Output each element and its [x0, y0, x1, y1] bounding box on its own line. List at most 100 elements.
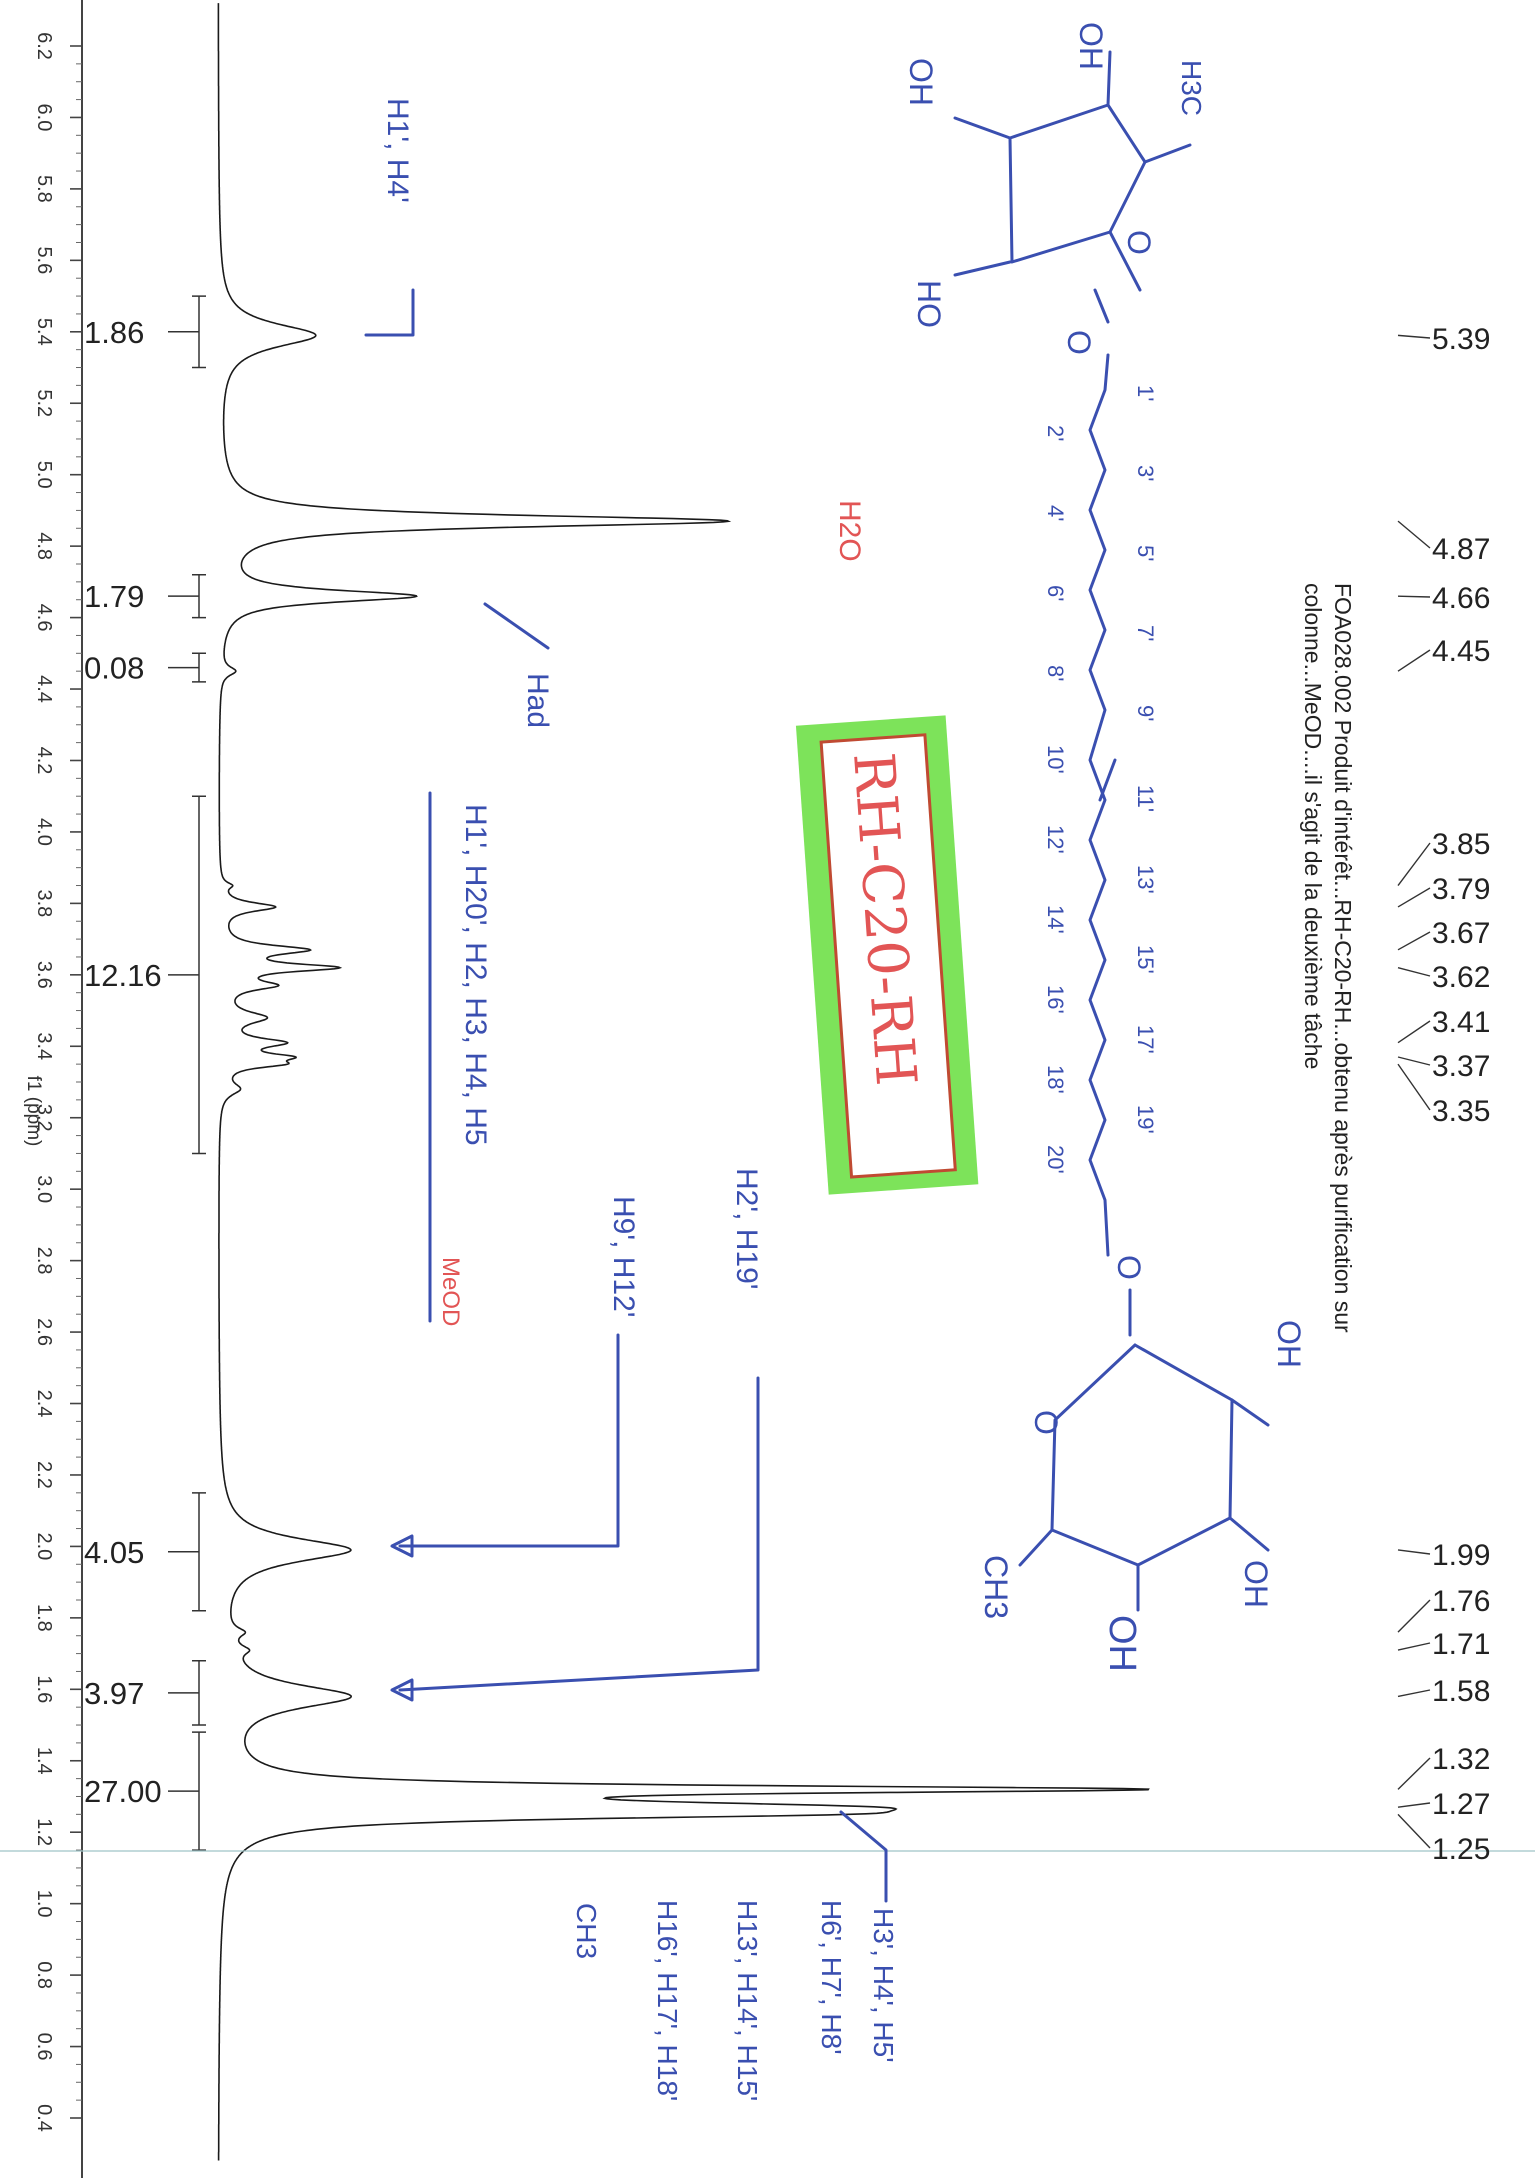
peak-label: 1.27	[1432, 1788, 1490, 1821]
top-ring-oh-1: OH	[1073, 22, 1109, 70]
rh-c20-rh-highlight: RH-C20-RH	[795, 715, 979, 1195]
x-tick-label: 4.0	[33, 818, 55, 846]
chain-number: 18'	[1043, 1065, 1068, 1094]
annotation-had-pointer	[483, 602, 550, 650]
peak-label: 3.62	[1432, 961, 1490, 994]
annotation-h-group2-d: H16', H17', H18'	[652, 1900, 683, 2101]
bottom-ring-oh-3: OH	[1101, 1615, 1143, 1672]
annotation-h1-h4-pointer	[364, 288, 415, 337]
x-tick-label: 1.8	[33, 1604, 55, 1632]
x-tick-label: 6.2	[33, 32, 55, 60]
x-tick-label: 3.8	[33, 889, 55, 917]
chain-number: 20'	[1043, 1145, 1068, 1174]
integral-value: 27.00	[84, 1774, 162, 1809]
x-tick-label: 0.8	[33, 1961, 55, 1989]
integral-bracket	[168, 1659, 206, 1726]
x-tick-label: 2.8	[33, 1247, 55, 1275]
x-tick-label: 2.2	[33, 1461, 55, 1489]
x-tick-label: 3.6	[33, 961, 55, 989]
annotation-h-group2-b: H6', H7', H8'	[816, 1900, 847, 2055]
x-tick-label: 4.8	[33, 532, 55, 560]
chain-number: 19'	[1133, 1105, 1158, 1134]
integral-bracket	[168, 573, 206, 619]
bottom-ring-substituents	[1018, 1398, 1270, 1612]
chain-number: 7'	[1133, 625, 1158, 641]
annotation-h9-h12-pointer	[398, 1333, 620, 1548]
x-tick-label: 3.4	[33, 1032, 55, 1060]
chain-number: 14'	[1043, 905, 1068, 934]
chain-zigzag	[1088, 353, 1110, 1257]
annotation-h9-h12: H9', H12'	[607, 1196, 640, 1318]
peak-label: 3.41	[1432, 1006, 1490, 1039]
peak-label-connector	[1397, 887, 1431, 908]
chain-number: 6'	[1043, 585, 1068, 601]
peak-label: 3.37	[1432, 1050, 1490, 1083]
peak-label: 3.85	[1432, 828, 1490, 861]
annotation-had: Had	[521, 673, 554, 728]
peak-label-connector	[1397, 1813, 1431, 1849]
peak-label-connector	[1397, 649, 1431, 672]
integral-bracket	[168, 652, 206, 683]
annotation-h2o: H2O	[833, 500, 866, 562]
peak-label-connector	[1397, 1549, 1431, 1555]
chain-number: 12'	[1043, 825, 1068, 854]
annotation-h-group2-pointer	[839, 1810, 888, 1903]
peak-label: 1.58	[1432, 1675, 1490, 1708]
top-ring-oxygen: O	[1121, 230, 1157, 255]
top-glycosidic-oxygen: O	[1061, 330, 1097, 355]
integral-bracket	[168, 295, 206, 369]
bottom-ring-ch3: CH3	[978, 1555, 1014, 1619]
integral-value: 12.16	[84, 958, 162, 993]
peak-label: 3.67	[1432, 917, 1490, 950]
x-tick-label: 6.0	[33, 104, 55, 132]
peak-label-group: 5.394.874.664.453.853.793.673.623.413.37…	[1397, 323, 1490, 1866]
annotation-h-group2-c: H13', H14', H15'	[732, 1900, 763, 2101]
peak-label-connector	[1397, 1056, 1431, 1066]
chain-number: 4'	[1043, 505, 1068, 521]
peak-label-connector	[1397, 931, 1431, 951]
chain-number: 2'	[1043, 425, 1068, 441]
spectrum-line	[217, 3, 1150, 2161]
title-line-1: FOA028.002 Produit d'intérêt...RH-C20-RH…	[1330, 583, 1356, 1333]
annotation-h2-h19-pointer	[398, 1376, 760, 1692]
chain-number-labels: 1'2'3'4'5'6'7'8'9'10'11'12'13'14'15'16'1…	[1043, 385, 1158, 1174]
annotation-ch3: CH3	[571, 1903, 602, 1959]
x-tick-label: 5.4	[33, 318, 55, 346]
integral-bracket	[168, 795, 206, 1155]
molecule-structure	[953, 50, 1270, 1612]
highlight-inner-box	[819, 733, 957, 1179]
peak-label-connector	[1397, 1642, 1431, 1651]
peak-label: 1.99	[1432, 1539, 1490, 1572]
peak-label-connector	[1397, 595, 1431, 598]
integral-value: 4.05	[84, 1535, 144, 1570]
top-ring-substituents	[953, 50, 1192, 292]
handwritten-annotations: H1', H4' H2O Had H1', H20', H2, H3, H4, …	[364, 98, 899, 2101]
bottom-ring-oh-2: OH	[1238, 1560, 1274, 1608]
top-ring-oh-2: OH	[903, 58, 939, 106]
chain-number: 13'	[1133, 865, 1158, 894]
x-tick-label: 5.0	[33, 461, 55, 489]
top-ring-bonds	[1008, 103, 1147, 264]
integral-bracket	[168, 1492, 206, 1612]
x-tick-label: 1.2	[33, 1818, 55, 1846]
peak-label: 4.66	[1432, 582, 1490, 615]
x-tick-label: 0.6	[33, 2033, 55, 2061]
chain-number: 10'	[1043, 745, 1068, 774]
x-axis-ticks: 6.26.05.85.65.45.25.04.84.64.44.24.03.83…	[33, 32, 82, 2132]
chain-number: 15'	[1133, 945, 1158, 974]
x-tick-label: 1.6	[33, 1675, 55, 1703]
bottom-glycosidic-oxygen: O	[1111, 1255, 1147, 1280]
bottom-ring-oh-1: OH	[1271, 1320, 1307, 1368]
x-tick-label: 4.4	[33, 675, 55, 703]
x-tick-label: 5.6	[33, 246, 55, 274]
peak-label: 4.87	[1432, 533, 1490, 566]
top-ring-glycosidic-bond	[1093, 288, 1110, 324]
peak-label-connector	[1397, 1689, 1431, 1698]
annotation-h9-h12-arrowhead	[390, 1534, 414, 1558]
integral-value: 3.97	[84, 1676, 144, 1711]
annotation-h2-h19-arrowhead	[390, 1678, 414, 1702]
chain-number: 16'	[1043, 985, 1068, 1014]
chain-number: 9'	[1133, 705, 1158, 721]
